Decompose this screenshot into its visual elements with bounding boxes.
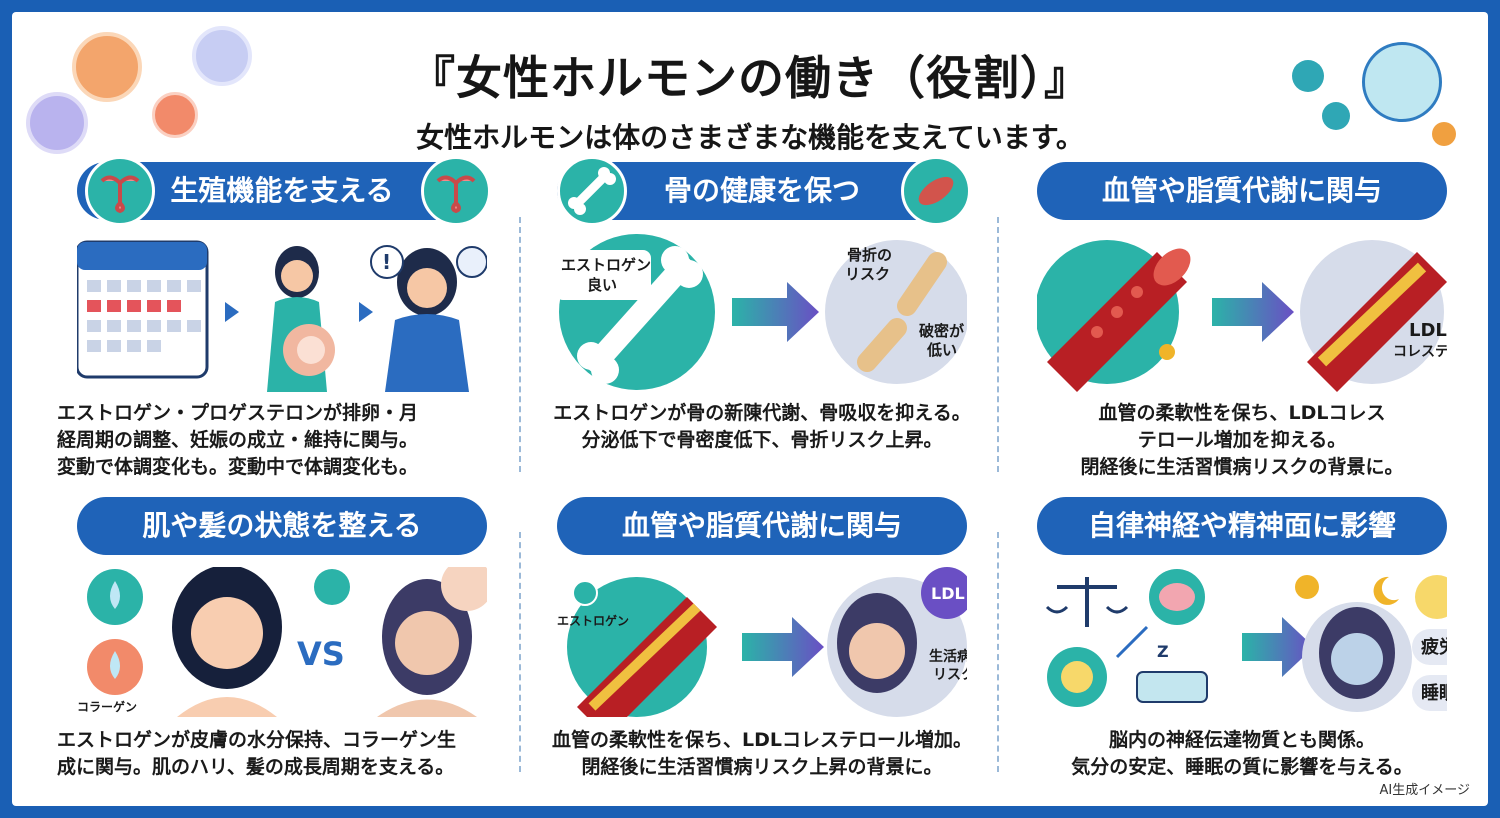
panel-description: 血管の柔軟性を保ち、LDLコレス テロール増加を抑える。 閉経後に生活習慣病リス…: [1017, 400, 1467, 481]
uterus-icon: [85, 156, 155, 226]
cell-decoration: [72, 32, 142, 102]
column-divider: [519, 532, 521, 772]
description-line: 経周期の調整、妊娠の成立・維持に関与。: [57, 429, 419, 451]
collagen-label: コラーゲン: [77, 699, 137, 714]
column-divider: [519, 217, 521, 472]
unwell-woman-icon: !: [370, 245, 488, 392]
panel-heading: 血管や脂質代謝に関与: [1037, 162, 1447, 220]
molecule-decoration: [1362, 42, 1442, 122]
description-line: エストロゲン・プロゲステロンが排卵・月: [57, 402, 419, 424]
reproductive-illustration: !: [75, 232, 488, 392]
cell-decoration: [152, 92, 198, 138]
vessel-illustration: LDLコレステロ: [1035, 232, 1463, 392]
description-line: 成に関与。肌のハリ、髪の成長周期を支える。: [57, 756, 455, 778]
panel-description: 血管の柔軟性を保ち、LDLコレステロール増加。 閉経後に生活習慣病リスク上昇の背…: [537, 727, 987, 781]
description-line: 血管の柔軟性を保ち、LDLコレス: [1098, 402, 1386, 424]
bone-label-fracture: 骨折のリスク: [845, 246, 892, 283]
panel-description: エストロゲンが骨の新陳代謝、骨吸収を抑える。 分泌低下で骨密度低下、骨折リスク上…: [537, 400, 987, 454]
panel-description: 脳内の神経伝達物質とも関係。 気分の安定、睡眠の質に影響を与える。: [1017, 727, 1467, 781]
fatigue-label: 疲労: [1421, 636, 1447, 658]
description-line: 気分の安定、睡眠の質に影響を与える。: [1071, 756, 1413, 778]
panel-heading: 肌や髪の状態を整える: [77, 497, 487, 555]
panel-reproductive: 生殖機能を支える: [37, 156, 507, 482]
panel-vascular-lipid: 血管や脂質代謝に関与 LDLコレステロ 血管の柔軟性を保ち、LDLコレス テロー…: [997, 162, 1467, 482]
bone-label-good: エストロゲン良い: [561, 256, 651, 294]
description-line: エストロゲンが骨の新陳代謝、骨吸収を抑える。: [553, 402, 971, 424]
sleep-label: 睡眠: [1421, 683, 1447, 704]
description-line: 脳内の神経伝達物質とも関係。: [1108, 729, 1375, 751]
description-line: テロール増加を抑える。: [1137, 429, 1347, 451]
balance-scale-icon: [1045, 577, 1129, 627]
molecule-decoration: [1322, 102, 1350, 130]
panel-skin-hair: 肌や髪の状態を整える コラーゲン VS エストロゲンが皮膚の水分保持、コラーゲン…: [37, 497, 507, 806]
column-divider: [997, 217, 999, 472]
infographic-frame: 『女性ホルモンの働き（役割）』 女性ホルモンは体のさまざまな機能を支えています。…: [12, 12, 1488, 806]
panel-autonomic-mental: 自律神経や精神面に影響 Z: [997, 497, 1468, 806]
panel-description: エストロゲン・プロゲステロンが排卵・月 経周期の調整、妊娠の成立・維持に関与。 …: [57, 400, 507, 481]
description-line: 血管の柔軟性を保ち、LDLコレステロール増加。: [552, 729, 972, 751]
ldl-badge: LDL: [931, 584, 965, 603]
bone-icon: [557, 156, 627, 226]
panel-vascular-lipid-2: 血管や脂質代謝に関与 エストロゲン LDL 生活病リスク 血管: [517, 497, 987, 806]
cell-decoration: [192, 26, 252, 86]
description-line: 閉経後に生活習慣病リスク上昇の背景に。: [581, 756, 943, 778]
column-divider: [997, 532, 999, 772]
svg-text:!: !: [382, 250, 391, 274]
molecule-decoration: [1432, 122, 1456, 146]
page-subtitle: 女性ホルモンは体のさまざまな機能を支えています。: [416, 121, 1084, 154]
panel-bone-health: 骨の健康を保つ エストロゲン良い: [517, 156, 987, 482]
mental-illustration: Z 疲労 睡眠: [1037, 567, 1468, 717]
zzz-label: Z: [1157, 642, 1169, 661]
panel-heading: 自律神経や精神面に影響: [1037, 497, 1447, 555]
molecule-decoration: [1292, 60, 1324, 92]
panel-heading: 血管や脂質代謝に関与: [557, 497, 967, 555]
lifestyle-risk-label: 生活病リスク: [929, 648, 967, 683]
vessel-label-ldl: LDLコレステロ: [1393, 320, 1447, 360]
panel-description: エストロゲンが皮膚の水分保持、コラーゲン生 成に関与。肌のハリ、髪の成長周期を支…: [57, 727, 507, 781]
muscle-icon: [901, 156, 971, 226]
cell-decoration: [26, 92, 88, 154]
page-title: 『女性ホルモンの働き（役割）』: [409, 51, 1091, 105]
description-line: 閉経後に生活習慣病リスクの背景に。: [1080, 456, 1404, 478]
description-line: 変動で体調変化も。変動中で体調変化も。: [57, 456, 419, 478]
ai-generated-note: AI生成イメージ: [1379, 783, 1470, 798]
description-line: エストロゲンが皮膚の水分保持、コラーゲン生: [57, 729, 457, 751]
bone-label-density: 破密が低い: [919, 322, 965, 359]
vessel-risk-illustration: エストロゲン LDL 生活病リスク: [557, 567, 975, 737]
uterus-icon: [421, 156, 491, 226]
bone-illustration: エストロゲン良い 骨折のリスク 破密が低い: [555, 232, 969, 392]
skin-hair-illustration: コラーゲン VS: [77, 559, 493, 717]
pregnant-woman-icon: [267, 246, 335, 392]
description-line: 分泌低下で骨密度低下、骨折リスク上昇。: [581, 429, 943, 451]
vs-label: VS: [297, 635, 345, 673]
calendar-icon: [75, 240, 209, 379]
estrogen-label: エストロゲン: [557, 613, 629, 628]
